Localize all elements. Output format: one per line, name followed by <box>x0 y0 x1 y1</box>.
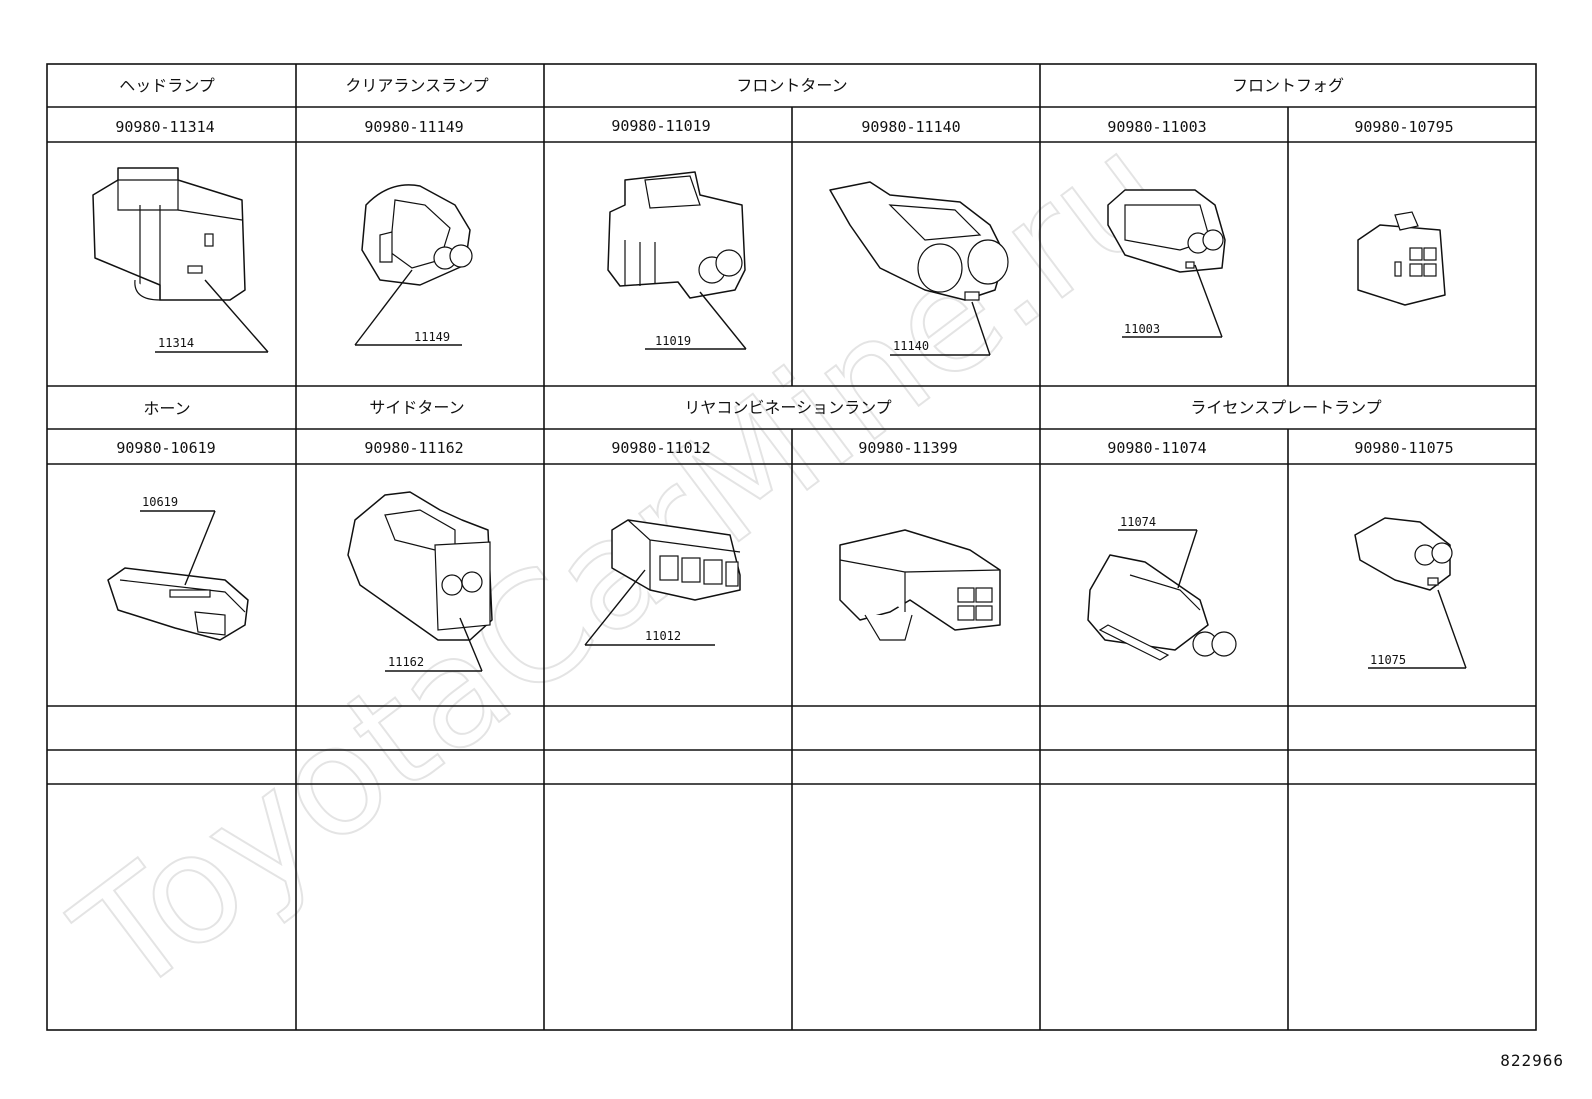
callout-11140: 11140 <box>893 339 929 353</box>
header-headlamp: ヘッドランプ <box>119 76 215 95</box>
connector-11314-illustration: 11314 <box>92 167 269 353</box>
connector-11140-illustration: 11140 <box>829 181 1009 356</box>
part-number-11162: 90980-11162 <box>364 439 463 457</box>
connector-11003-illustration: 11003 <box>1107 189 1226 338</box>
header-front-fog: フロントフォグ <box>1232 76 1344 95</box>
part-number-11314: 90980-11314 <box>115 118 214 136</box>
part-number-11003: 90980-11003 <box>1107 118 1206 136</box>
callout-11003: 11003 <box>1124 322 1160 336</box>
connector-11012-illustration: 11012 <box>584 519 741 646</box>
connector-11162-illustration: 11162 <box>347 491 493 672</box>
header-rear-combination-lamp: リヤコンビネーションランプ <box>684 398 891 417</box>
callout-11162: 11162 <box>388 655 424 669</box>
connector-11075-illustration: 11075 <box>1354 517 1467 669</box>
header-horn: ホーン <box>143 399 190 418</box>
header-clearance-lamp: クリアランスランプ <box>345 76 488 95</box>
table-grid <box>46 63 1537 1031</box>
callout-11149: 11149 <box>414 330 450 344</box>
callout-10619: 10619 <box>142 495 178 509</box>
header-side-turn: サイドターン <box>369 398 464 417</box>
part-number-11149: 90980-11149 <box>364 118 463 136</box>
connector-11074-illustration: 11074 <box>1087 515 1237 661</box>
callout-11074: 11074 <box>1120 515 1156 529</box>
callout-11019: 11019 <box>655 334 691 348</box>
callout-11075: 11075 <box>1370 653 1406 667</box>
part-number-11075: 90980-11075 <box>1354 439 1453 457</box>
connector-11399-illustration <box>839 529 1001 641</box>
header-license-plate-lamp: ライセンスプレートランプ <box>1190 398 1381 417</box>
connector-10795-illustration <box>1357 211 1446 306</box>
connector-11149-illustration: 11149 <box>354 184 473 346</box>
callout-11314: 11314 <box>158 336 194 350</box>
part-number-10795: 90980-10795 <box>1354 118 1453 136</box>
document-number: 822966 <box>1500 1051 1564 1070</box>
part-number-11074: 90980-11074 <box>1107 439 1206 457</box>
callout-11012: 11012 <box>645 629 681 643</box>
part-number-11019: 90980-11019 <box>611 117 710 135</box>
header-front-turn: フロントターン <box>736 76 847 95</box>
part-number-11399: 90980-11399 <box>858 439 957 457</box>
part-number-11012: 90980-11012 <box>611 439 710 457</box>
part-number-11140: 90980-11140 <box>861 118 960 136</box>
connector-11019-illustration: 11019 <box>607 171 747 350</box>
part-number-10619: 90980-10619 <box>116 439 215 457</box>
connector-10619-illustration: 10619 <box>107 495 249 641</box>
